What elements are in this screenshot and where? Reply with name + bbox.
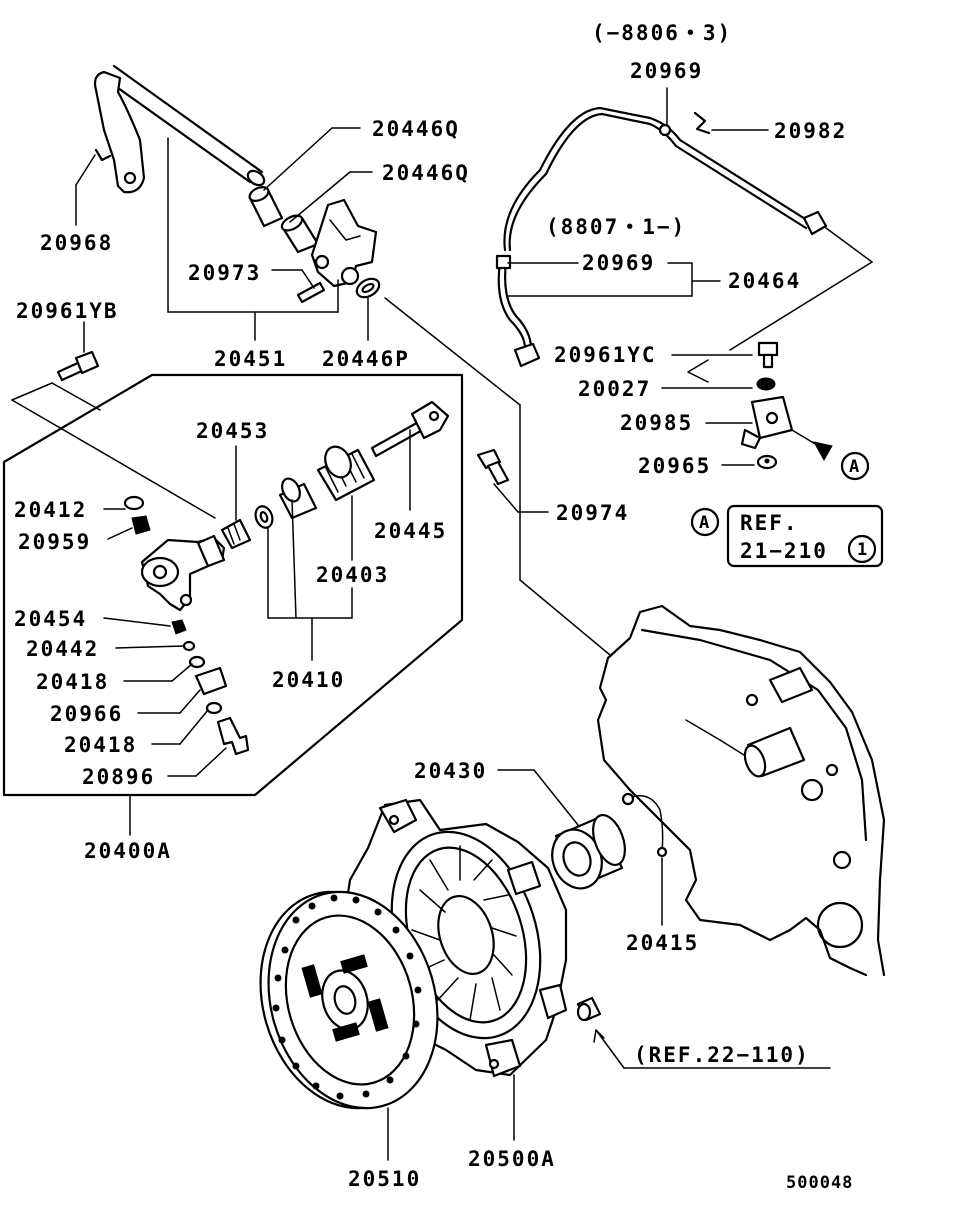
part-label-20418-a: 20418	[36, 670, 109, 694]
callout-a-ref: A	[699, 513, 710, 533]
part-label-20985: 20985	[620, 411, 693, 435]
part-label-20403: 20403	[316, 563, 389, 587]
part-label-20464: 20464	[728, 269, 801, 293]
part-label-20961yc: 20961YC	[554, 343, 657, 367]
part-label-20412: 20412	[14, 498, 87, 522]
release-fork-shaft	[75, 64, 611, 656]
part-label-20451: 20451	[214, 347, 287, 371]
part-label-20453: 20453	[196, 419, 269, 443]
bolt-20974	[476, 448, 549, 513]
date-range-label-1: (−8806・3)	[592, 21, 732, 45]
bolt-20961yb	[56, 321, 100, 382]
bracket-hardware	[661, 341, 833, 470]
part-label-20454: 20454	[14, 607, 87, 631]
ref-box	[690, 451, 884, 568]
slave-cylinder-group	[2, 373, 464, 836]
ref-box-circle-number: 1	[857, 540, 868, 560]
part-label-20896: 20896	[82, 765, 155, 789]
ref-22-110-label: (REF.22−110)	[634, 1043, 810, 1067]
part-label-20446p: 20446P	[322, 347, 410, 371]
part-label-20959: 20959	[18, 530, 91, 554]
part-label-20446q-b: 20446Q	[382, 161, 470, 185]
part-label-20965: 20965	[638, 454, 711, 478]
part-label-20968: 20968	[40, 231, 113, 255]
diagram-id: 500048	[786, 1173, 853, 1193]
part-label-20510: 20510	[348, 1167, 421, 1191]
part-label-20415: 20415	[626, 931, 699, 955]
transmission-housing	[596, 604, 886, 977]
release-bearing	[497, 769, 626, 890]
part-label-20966: 20966	[50, 702, 123, 726]
part-label-20400a: 20400A	[84, 839, 172, 863]
part-label-20442: 20442	[26, 637, 99, 661]
part-label-20445: 20445	[374, 519, 447, 543]
ref-box-line2: 21−210	[740, 539, 828, 563]
part-label-20446q-a: 20446Q	[372, 117, 460, 141]
part-label-20500a: 20500A	[468, 1147, 556, 1171]
part-label-20969-a: 20969	[630, 59, 703, 83]
clutch-disc	[259, 890, 439, 1161]
part-label-20418-b: 20418	[64, 733, 137, 757]
part-labels: (−8806・3) 20969 20982 (8807・1−) 20969 20…	[14, 21, 868, 1193]
disc-rivets	[272, 894, 422, 1100]
clutch-tube-assembly	[495, 87, 873, 383]
part-label-20969-b: 20969	[582, 251, 655, 275]
part-label-20027: 20027	[578, 377, 651, 401]
part-label-20430: 20430	[414, 759, 487, 783]
part-label-20973: 20973	[188, 261, 261, 285]
part-label-20982: 20982	[774, 119, 847, 143]
date-range-label-2: (8807・1−)	[546, 215, 686, 239]
dowel-ref	[576, 996, 831, 1069]
part-label-20961yb: 20961YB	[16, 299, 119, 323]
part-label-20410: 20410	[272, 668, 345, 692]
ref-box-line1: REF.	[740, 511, 799, 535]
callout-a-arrow: A	[849, 457, 860, 477]
part-label-20974: 20974	[556, 501, 629, 525]
